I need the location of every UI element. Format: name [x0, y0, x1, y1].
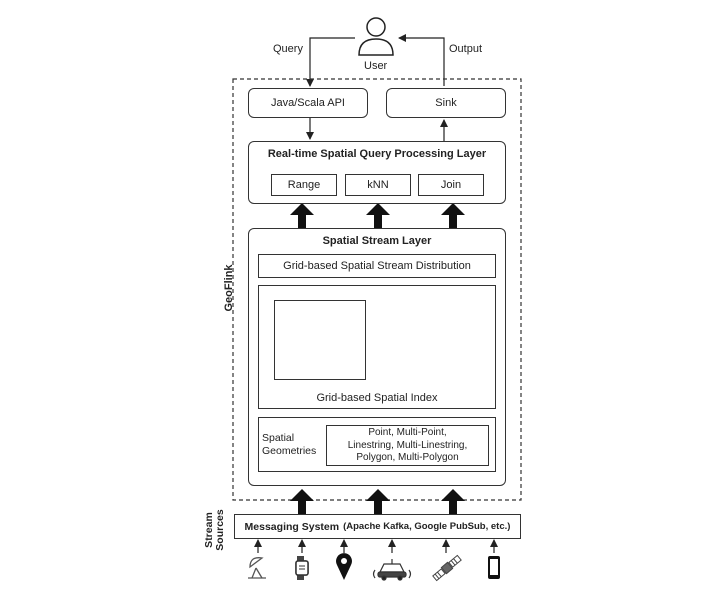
- satellite-icon: [432, 554, 462, 582]
- output-arrow: [398, 34, 445, 86]
- query-label: Query: [273, 43, 303, 55]
- spatial-geometries-box: Spatial Geometries Point, Multi-Point, L…: [258, 417, 496, 472]
- query-arrow: [306, 37, 355, 87]
- grid-spatial-index-box: Grid-based Spatial Index: [258, 285, 496, 409]
- geometries-line-1: Point, Multi-Point,: [368, 427, 447, 438]
- spatial-index-label: Grid-based Spatial Index: [316, 392, 438, 404]
- geoflink-boundary: [232, 78, 522, 501]
- thick-arrows-lower: [290, 489, 465, 514]
- spatial-geometries-label: Spatial Geometries: [262, 432, 317, 457]
- spatial-stream-layer: Spatial Stream Layer Grid-based Spatial …: [248, 228, 506, 486]
- sink-box: Sink: [386, 88, 506, 118]
- stream-sources-label: Stream Sources: [203, 509, 226, 551]
- smartphone-icon: [488, 556, 500, 579]
- user-label: User: [364, 60, 388, 72]
- messaging-system-name: Messaging System: [244, 520, 340, 533]
- thick-arrows-upper: [290, 203, 465, 228]
- satellite-dish-icon: [248, 557, 266, 579]
- messaging-system-box: Messaging System (Apache Kafka, Google P…: [234, 514, 521, 539]
- output-label: Output: [449, 43, 483, 55]
- location-pin-icon: [335, 553, 352, 580]
- messaging-system-detail: (Apache Kafka, Google PubSub, etc.): [343, 521, 511, 532]
- join-query-box: Join: [418, 174, 484, 196]
- geometries-list-box: Point, Multi-Point, Linestring, Multi-Li…: [326, 425, 489, 466]
- knn-query-box: kNN: [345, 174, 411, 196]
- grid-distribution-box: Grid-based Spatial Stream Distribution: [258, 254, 496, 278]
- geoflink-label: GeoFlink: [223, 264, 235, 312]
- smartwatch-icon: [295, 556, 309, 580]
- geometries-line-2: Linestring, Multi-Linestring,: [347, 439, 468, 451]
- query-layer-title: Real-time Spatial Query Processing Layer: [267, 148, 487, 160]
- user-icon: [358, 17, 394, 56]
- scatter-panel: [274, 300, 366, 380]
- java-scala-api-box: Java/Scala API: [248, 88, 368, 118]
- stream-layer-title: Spatial Stream Layer: [322, 235, 432, 247]
- range-query-box: Range: [271, 174, 337, 196]
- source-arrows: [254, 539, 498, 553]
- geometries-line-3: Polygon, Multi-Polygon: [356, 452, 459, 463]
- query-processing-layer: Real-time Spatial Query Processing Layer…: [248, 141, 506, 204]
- car-icon: [372, 559, 412, 581]
